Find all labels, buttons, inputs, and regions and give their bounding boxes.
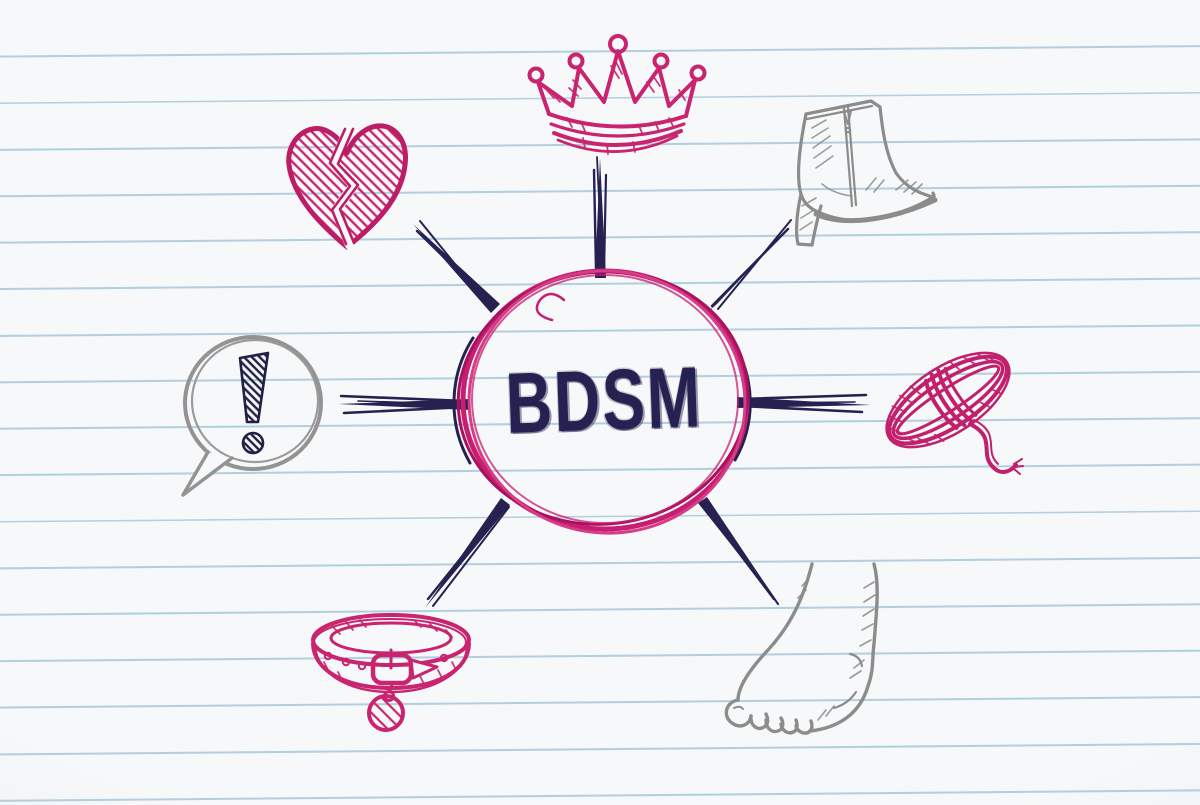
collar-tag [367, 682, 405, 732]
collar-buckle [370, 648, 439, 686]
collar-holes [323, 651, 449, 671]
exclamation-dot [241, 431, 265, 455]
spoke-rope [737, 393, 871, 414]
center-circle [456, 268, 750, 535]
rope-tail [968, 419, 1024, 475]
high-heel-boot-icon [794, 99, 938, 247]
speech-bubble-exclamation-icon [181, 335, 323, 497]
crown-hatching [544, 59, 686, 155]
ankle-bone [848, 652, 864, 668]
collar-hatching [323, 619, 457, 685]
center-label: BDSM [504, 348, 704, 452]
boot-zipper [842, 105, 858, 208]
bubble-tail [181, 450, 234, 497]
rope-twist-ticks [888, 353, 1003, 445]
heart-crack [329, 123, 359, 250]
crown-icon [527, 34, 707, 155]
spokes [338, 156, 871, 608]
boot-sole [813, 197, 938, 224]
spoke-boot [708, 219, 794, 312]
spoke-broken-heart [413, 220, 500, 313]
collar-icon [311, 613, 471, 732]
spoke-crown [592, 156, 608, 278]
exclamation-bar [238, 351, 270, 424]
broken-heart-icon [286, 123, 408, 250]
rope-icon [885, 351, 1024, 475]
foot-hatching [797, 577, 876, 721]
bare-foot-icon [724, 562, 879, 735]
foot-toes [724, 698, 814, 735]
boot-hatching [799, 119, 923, 231]
spoke-speech-bubble [338, 394, 470, 415]
marker-curl [535, 292, 566, 322]
rope-wrap [924, 366, 978, 430]
spoke-collar [425, 498, 510, 608]
spoke-foot [698, 497, 780, 606]
